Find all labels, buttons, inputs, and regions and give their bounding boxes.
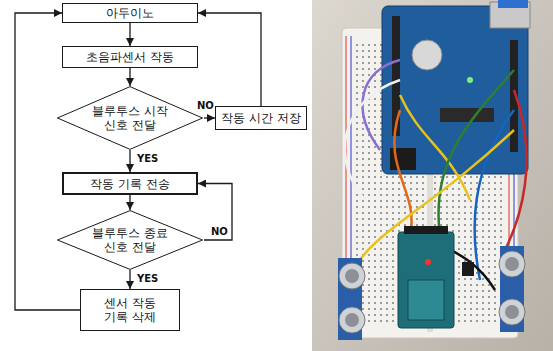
- decision-diamond: 블루투스 시작 신호 전달: [56, 86, 204, 150]
- ultrasonic-transducer: [499, 251, 525, 277]
- ultrasonic-transducer: [339, 307, 365, 333]
- flow-arrow: [198, 13, 261, 106]
- node-text: 센서 작동 기록 삭제: [98, 296, 162, 324]
- process-box: 작동 기록 전송: [62, 172, 198, 195]
- node-text: 아두이노: [106, 6, 154, 20]
- module-chip: [408, 280, 444, 320]
- process-box: 센서 작동 기록 삭제: [80, 289, 180, 331]
- node-text: 블루투스 종료 신호 전달: [88, 226, 172, 254]
- process-box: 작동 시간 저장: [215, 106, 307, 130]
- ultrasonic-sensor-board: [500, 246, 524, 332]
- process-box: 초음파센서 작동: [62, 46, 198, 68]
- flow-arrow: [204, 117, 215, 118]
- flow-arrow: [129, 195, 130, 210]
- jumper-wire: [345, 80, 400, 200]
- transducer-mesh: [345, 313, 359, 327]
- flow-arrow: [129, 150, 130, 172]
- branch-label: YES: [136, 153, 159, 165]
- bluetooth-module: [398, 232, 454, 328]
- arduino-logo: [412, 40, 442, 70]
- ultrasonic-transducer: [339, 263, 365, 289]
- module-header: [404, 226, 448, 234]
- node-text: 작동 시간 저장: [221, 111, 301, 125]
- node-text: 블루투스 시작 신호 전달: [88, 104, 172, 132]
- small-component: [462, 262, 474, 276]
- flow-arrow: [129, 68, 130, 86]
- decision-diamond: 블루투스 종료 신호 전달: [56, 210, 204, 270]
- flow-arrow: [198, 184, 232, 241]
- diamond-outline: [57, 211, 202, 270]
- diamond-outline: [57, 87, 202, 150]
- branch-label: YES: [136, 273, 159, 285]
- status-led: [467, 77, 473, 83]
- photo-background: [312, 0, 553, 351]
- jumper-wire: [400, 95, 470, 200]
- flow-arrow: [129, 270, 130, 289]
- branch-label: NO: [196, 100, 215, 112]
- branch-label: NO: [210, 226, 229, 238]
- flow-arrow: [129, 23, 130, 46]
- transducer-mesh: [505, 305, 519, 319]
- ultrasonic-transducer: [499, 299, 525, 325]
- node-text: 초음파센서 작동: [86, 50, 174, 64]
- start-box: 아두이노: [62, 3, 198, 23]
- jumper-wire: [505, 90, 527, 250]
- microcontroller-chip: [440, 108, 494, 122]
- node-text: 작동 기록 전송: [90, 177, 170, 191]
- usb-cable: [498, 0, 528, 8]
- transducer-mesh: [345, 269, 359, 283]
- module-led: [425, 259, 431, 265]
- transducer-mesh: [505, 257, 519, 271]
